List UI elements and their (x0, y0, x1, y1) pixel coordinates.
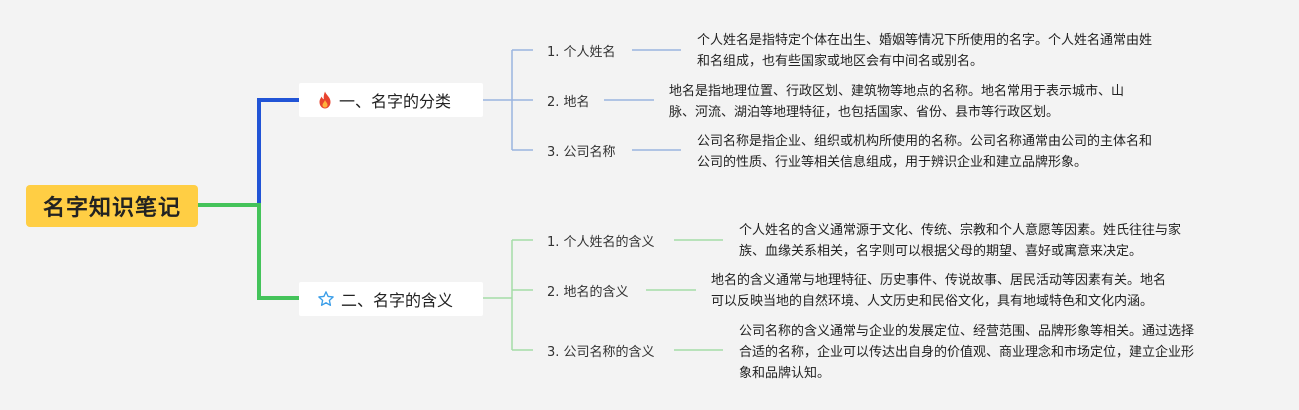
leaf-note[interactable]: 地名的含义通常与地理特征、历史事件、传说故事、居民活动等因素有关。地名 可以反映… (711, 270, 1166, 312)
subtopic-company-name[interactable]: 3. 公司名称 (547, 145, 616, 160)
leaf-note[interactable]: 公司名称的含义通常与企业的发展定位、经营范围、品牌形象等相关。通过选择 合适的名… (739, 321, 1194, 384)
leaf-note-line: 脉、河流、湖泊等地理特征，也包括国家、省份、县市等行政区划。 (669, 105, 1060, 120)
fire-icon (317, 91, 333, 109)
leaf-note[interactable]: 地名是指地理位置、行政区划、建筑物等地点的名称。地名常用于表示城市、山 脉、河流… (669, 81, 1124, 123)
root-branch-1-connector (198, 98, 299, 207)
star-outline-icon (317, 290, 335, 308)
root-topic[interactable]: 名字知识笔记 (26, 185, 198, 227)
leaf-note-line: 公司的性质、行业等相关信息组成，用于辨识企业和建立品牌形象。 (697, 155, 1088, 170)
branch-topic-title: 一、名字的分类 (339, 92, 452, 111)
subtopic-personal-name-meaning[interactable]: 1. 个人姓名的含义 (547, 235, 655, 250)
leaf-note-line: 可以反映当地的自然环境、人文历史和民俗文化，具有地域特色和文化内涵。 (711, 294, 1154, 309)
leaf-note-line: 地名的含义通常与地理特征、历史事件、传说故事、居民活动等因素有关。地名 (711, 273, 1167, 288)
subtopic-company-name-meaning[interactable]: 3. 公司名称的含义 (547, 345, 655, 360)
subtopic-personal-name[interactable]: 1. 个人姓名 (547, 45, 616, 60)
leaf-note-line: 地名是指地理位置、行政区划、建筑物等地点的名称。地名常用于表示城市、山 (669, 84, 1125, 99)
leaf-note-line: 合适的名称，企业可以传达出自身的价值观、商业理念和市场定位，建立企业形 (739, 345, 1195, 360)
leaf-note-line: 象和品牌认知。 (739, 366, 831, 381)
leaf-note-line: 族、血缘关系相关，名字则可以根据父母的期望、喜好或寓意来决定。 (739, 244, 1143, 259)
leaf-note[interactable]: 个人姓名是指特定个体在出生、婚姻等情况下所使用的名字。个人姓名通常由姓 和名组成… (697, 30, 1152, 72)
branch-1-sub-connectors (483, 49, 533, 151)
leaf-note-line: 公司名称的含义通常与企业的发展定位、经营范围、品牌形象等相关。通过选择 (739, 324, 1195, 339)
root-topic-title: 名字知识笔记 (42, 196, 181, 221)
leaf-note[interactable]: 个人姓名的含义通常源于文化、传统、宗教和个人意愿等因素。姓氏往往与家 族、血缘关… (739, 220, 1181, 262)
leaf-note-line: 和名组成，也有些国家或地区会有中间名或别名。 (697, 54, 984, 69)
leaf-note-line: 个人姓名的含义通常源于文化、传统、宗教和个人意愿等因素。姓氏往往与家 (739, 223, 1182, 238)
leaf-note-line: 公司名称是指企业、组织或机构所使用的名称。公司名称通常由公司的主体名和 (697, 134, 1153, 149)
root-branch-2-connector (198, 203, 299, 300)
branch-topic-meaning[interactable]: 二、名字的含义 (299, 282, 483, 316)
leaf-note[interactable]: 公司名称是指企业、组织或机构所使用的名称。公司名称通常由公司的主体名和 公司的性… (697, 131, 1152, 173)
branch-topic-title: 二、名字的含义 (341, 291, 454, 310)
branch-2-sub-connectors (483, 239, 533, 351)
subtopic-place-name[interactable]: 2. 地名 (547, 95, 590, 110)
leaf-note-line: 个人姓名是指特定个体在出生、婚姻等情况下所使用的名字。个人姓名通常由姓 (697, 33, 1153, 48)
subtopic-place-name-meaning[interactable]: 2. 地名的含义 (547, 285, 629, 300)
branch-topic-classification[interactable]: 一、名字的分类 (299, 83, 483, 117)
